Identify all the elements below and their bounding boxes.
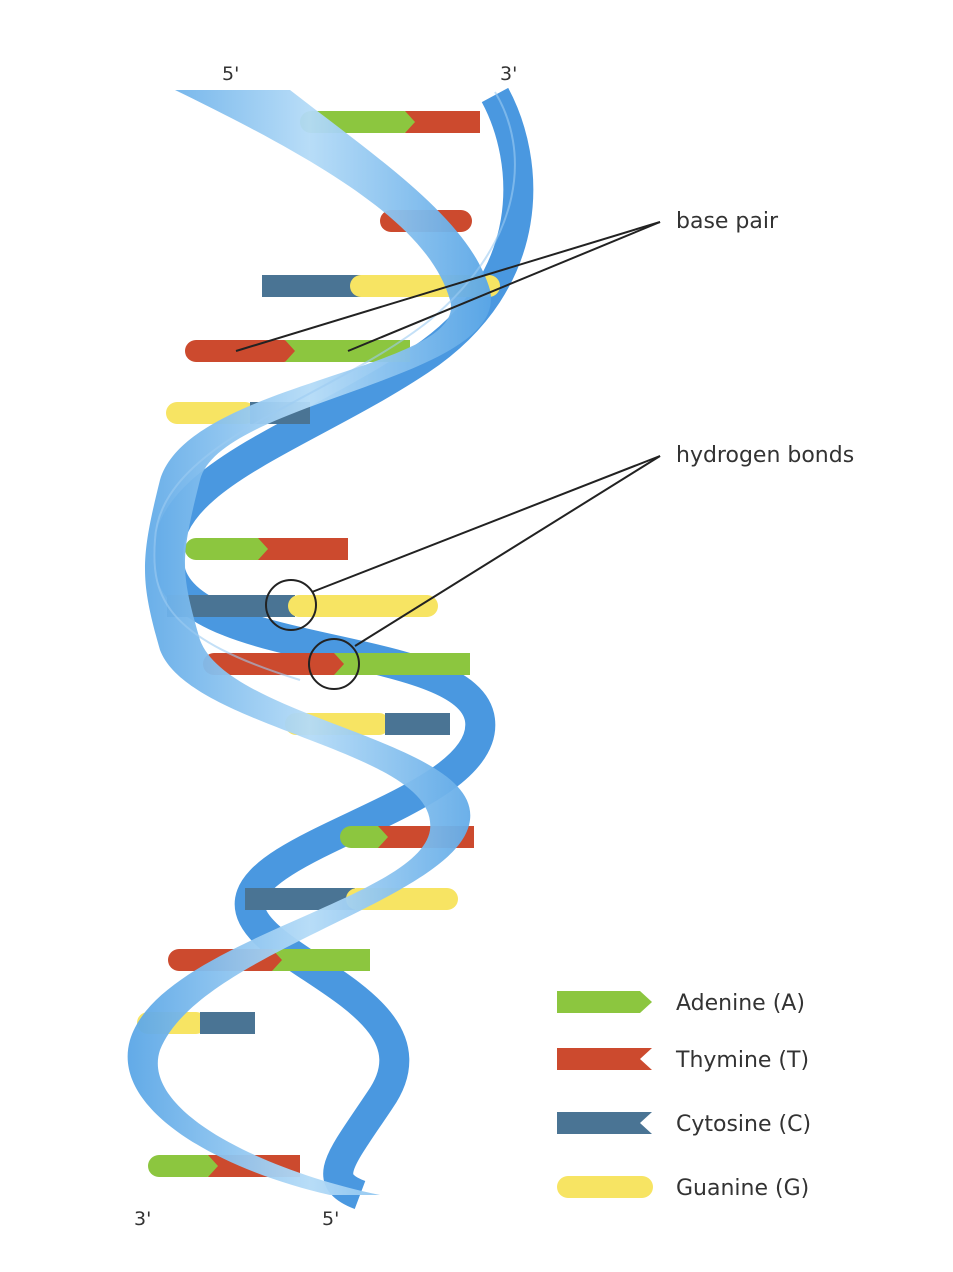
legend-item-thymine: Thymine (T) [557, 1048, 809, 1073]
base-thymine [185, 340, 295, 362]
base-adenine [334, 653, 470, 675]
legend-label: Adenine (A) [676, 991, 805, 1016]
cytosine-swatch [557, 1112, 652, 1134]
end-label-top-right: 3' [500, 63, 517, 85]
base-guanine [288, 595, 438, 617]
callout-line [355, 456, 660, 646]
legend-item-adenine: Adenine (A) [557, 991, 805, 1016]
legend-label: Guanine (G) [676, 1176, 809, 1201]
thymine-swatch [557, 1048, 652, 1070]
base-adenine [185, 538, 270, 560]
callout-hydrogen-bonds: hydrogen bonds [676, 443, 854, 468]
base-cytosine [385, 713, 450, 735]
end-label-bottom-right: 5' [322, 1208, 339, 1230]
legend: Adenine (A) Thymine (T) Cytosine (C) Gua… [557, 991, 811, 1201]
callout-line [312, 456, 660, 592]
legend-label: Thymine (T) [675, 1048, 809, 1073]
base-thymine [405, 111, 480, 133]
base-thymine [258, 538, 348, 560]
adenine-swatch [557, 991, 652, 1013]
base-cytosine [200, 1012, 255, 1034]
callout-base-pair: base pair [676, 209, 779, 234]
base-adenine [272, 949, 370, 971]
base-cytosine [262, 275, 362, 297]
legend-label: Cytosine (C) [676, 1112, 811, 1137]
end-label-top-left: 5' [222, 63, 239, 85]
guanine-swatch [557, 1176, 653, 1198]
base-adenine [148, 1155, 218, 1177]
legend-item-cytosine: Cytosine (C) [557, 1112, 811, 1137]
end-label-bottom-left: 3' [134, 1208, 151, 1230]
legend-item-guanine: Guanine (G) [557, 1176, 809, 1201]
